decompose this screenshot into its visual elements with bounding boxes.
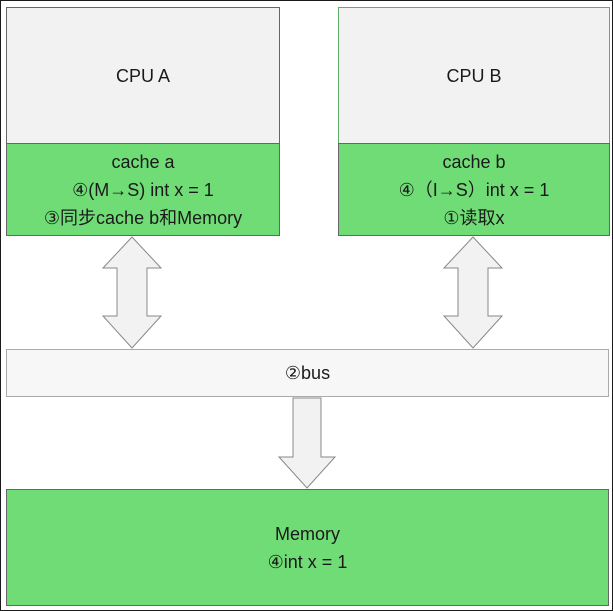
memory-name: Memory <box>274 523 340 544</box>
cpu-a-title: CPU A <box>115 65 171 86</box>
bus-label: ②bus <box>284 363 331 383</box>
cpu-b-title: CPU B <box>446 65 502 86</box>
cpu-a-box: CPU A <box>6 7 280 144</box>
cpu-b-box: CPU B <box>338 7 610 144</box>
bus-memory-arrow <box>277 397 337 489</box>
cache-b-name: cache b <box>442 151 506 172</box>
cache-b-bus-arrow <box>442 236 504 349</box>
bus-box: ②bus <box>6 349 609 397</box>
memory-box: Memory ④int x = 1 <box>6 489 609 606</box>
cache-b-box: cache b ④（I→S）int x = 1 ①读取x <box>338 143 610 236</box>
memory-value: ④int x = 1 <box>267 551 348 572</box>
cache-a-box: cache a ④(M→S) int x = 1 ③同步cache b和Memo… <box>6 143 280 236</box>
cache-a-action: ③同步cache b和Memory <box>43 207 243 228</box>
cache-a-name: cache a <box>111 151 175 172</box>
cache-b-state: ④（I→S）int x = 1 <box>398 179 550 200</box>
cache-a-state: ④(M→S) int x = 1 <box>72 179 214 200</box>
cache-a-bus-arrow <box>101 236 163 349</box>
cache-b-action: ①读取x <box>443 207 505 228</box>
